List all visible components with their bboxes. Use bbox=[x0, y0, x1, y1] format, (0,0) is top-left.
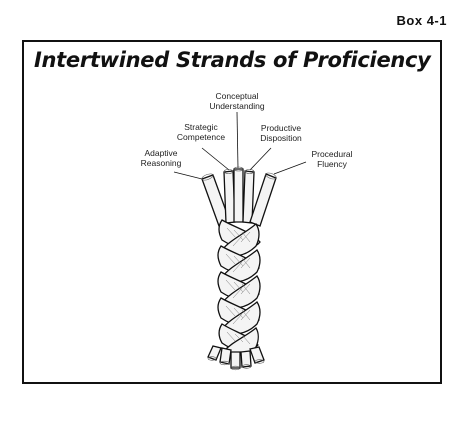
leader-line-adaptive bbox=[173, 171, 207, 181]
box-number-label: Box 4-1 bbox=[396, 13, 447, 28]
strand-end-procedural bbox=[249, 173, 277, 227]
strand-label-productive: Productive Disposition bbox=[260, 123, 302, 143]
leader-line-strategic bbox=[201, 147, 230, 171]
braid-texture bbox=[225, 227, 251, 345]
strand-label-adaptive: Adaptive Reasoning bbox=[140, 148, 182, 168]
strand-end-conceptual bbox=[233, 168, 244, 223]
strand-label-strategic: Strategic Competence bbox=[176, 122, 226, 142]
strand-label-conceptual: Conceptual Understanding bbox=[209, 91, 265, 111]
leader-line-productive bbox=[249, 147, 272, 171]
figure-title: Intertwined Strands of Proficiency bbox=[34, 48, 431, 72]
strand-label-procedural: Procedural Fluency bbox=[311, 149, 353, 169]
rope-strand-ends bbox=[201, 168, 277, 227]
braided-rope-illustration bbox=[173, 111, 307, 371]
leader-line-procedural bbox=[273, 161, 307, 175]
figure-frame: Intertwined Strands of Proficiency bbox=[22, 40, 442, 384]
leader-line-conceptual bbox=[236, 111, 239, 169]
